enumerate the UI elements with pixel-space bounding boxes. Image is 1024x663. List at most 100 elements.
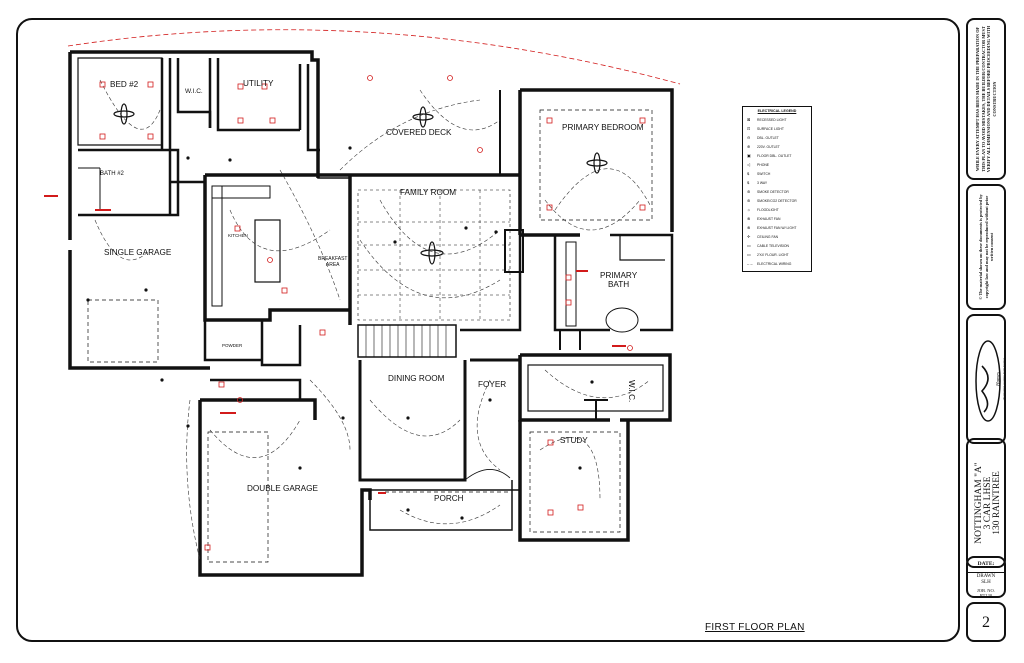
legend-item: ‒ ‒ ELECTRICAL WIRING: [747, 261, 791, 266]
legend-item: ☼ FLOODLIGHT: [747, 207, 779, 212]
legend-label: CEILING FAN: [757, 235, 779, 239]
job-value: RT130: [979, 593, 993, 598]
room-label-porch: PORCH: [434, 494, 464, 503]
legend-item: $ SWITCH: [747, 171, 770, 176]
electrical-symbols: [99, 75, 646, 551]
sheet-number: 2: [982, 614, 990, 631]
legend-item: ⊛ SMOKE DETECTOR: [747, 189, 789, 194]
info-box: DATE: DRAWN SLH JOB. NO. RT130: [966, 556, 1006, 598]
room-label-powder: POWDER: [222, 343, 243, 348]
legend-item: ⊖ DBL. OUTLET: [747, 135, 779, 140]
legend-symbol-icon: ▭: [747, 243, 751, 248]
room-label-double-garage: DOUBLE GARAGE: [247, 484, 318, 493]
walls: [68, 50, 674, 577]
room-label-primary-bath: PRIMARY BATH: [600, 271, 638, 289]
legend-symbol-icon: ⊠: [747, 117, 751, 122]
legend-symbol-icon: ▭: [747, 252, 751, 257]
project-box: NOTTINGHAM "A" 3 CAR LHSE 130 RAINTREE: [966, 438, 1006, 568]
legend-symbol-icon: ⊗: [747, 216, 751, 221]
room-label-dining-room: DINING ROOM: [388, 374, 445, 383]
drawing-sheet-border: [16, 18, 960, 642]
legend-label: PHONE: [757, 163, 770, 167]
legend-symbol-icon: ▣: [747, 153, 751, 158]
logo-tagline: distinctive quality built homes: [1002, 357, 1006, 401]
disclaimer-box: WHILE EVERY ATTEMPT HAS BEEN MADE IN THE…: [966, 18, 1006, 180]
roofline-arc: [67, 29, 681, 85]
legend-label: 2'X4' FLOUR. LIGHT: [757, 253, 789, 257]
legend-label: FLOODLIGHT: [757, 208, 779, 212]
legend-item: ▣ FLOOR DBL. OUTLET: [747, 153, 791, 158]
electrical-legend: ELECTRICAL LEGEND ⊠ RECESSED LIGHT ⊡ SURFAC…: [742, 106, 812, 272]
legend-item: $3 WAY: [747, 180, 767, 185]
room-label-wic-upper: W.I.C.: [185, 88, 203, 95]
legend-label: SWITCH: [757, 172, 771, 176]
legend-symbol-icon: ⊗: [747, 225, 751, 230]
legend-symbol-icon: ‒ ‒: [747, 261, 753, 266]
electrical-notes: [44, 195, 626, 494]
legend-symbol-icon: ⊡: [747, 126, 751, 131]
legend-symbol-icon: ✢: [747, 234, 751, 239]
legend-label: DBL. OUTLET: [757, 136, 779, 140]
room-label-foyer: FOYER: [478, 380, 507, 389]
legend-symbol-icon: ⊖: [747, 135, 751, 140]
legend-label: SURFACE LIGHT: [757, 127, 784, 131]
room-label-utility: UTILITY: [243, 79, 274, 88]
drawn-label: DRAWN: [976, 574, 996, 579]
legend-item: ▭ 2'X4' FLOUR. LIGHT: [747, 252, 789, 257]
logo-text: Homes: [996, 372, 1002, 386]
plan-title: FIRST FLOOR PLAN: [705, 622, 805, 633]
room-label-study: STUDY: [560, 436, 588, 445]
legend-label: CABLE TELEVISION: [757, 244, 789, 248]
legend-label: EXHAUST FAN: [757, 217, 781, 221]
legend-symbol-icon: ⊕: [747, 144, 751, 149]
room-label-family-room: FAMILY ROOM: [400, 188, 457, 197]
legend-symbol-icon: ⊛: [747, 189, 751, 194]
legend-item: ⊛ SMOKE/CO2 DETECTOR: [747, 198, 797, 203]
legend-label: FLOOR DBL. OUTLET: [757, 154, 792, 158]
drawn-value: SLH: [981, 580, 991, 585]
title-block: WHILE EVERY ATTEMPT HAS BEEN MADE IN THE…: [966, 18, 1006, 642]
legend-title: ELECTRICAL LEGEND: [757, 109, 797, 113]
copyright-box: © The material shown on these documents …: [966, 184, 1006, 310]
company-logo: [975, 340, 1001, 422]
legend-label: 220V. OUTLET: [757, 145, 780, 149]
room-label-kitchen: KITCHEN: [228, 233, 248, 238]
legend-item: ◁ PHONE: [747, 162, 769, 167]
copyright-text: © The material shown on these documents …: [977, 194, 994, 300]
legend-label: SMOKE DETECTOR: [757, 190, 789, 194]
legend-item: ⊗ EXHAUST FAN: [747, 216, 781, 221]
address: 130 RAINTREE: [992, 471, 1002, 535]
disclaimer-text: WHILE EVERY ATTEMPT HAS BEEN MADE IN THE…: [975, 25, 997, 173]
room-label-bed2: BED #2: [110, 80, 139, 89]
legend-symbol-icon: $: [747, 180, 750, 185]
legend-symbol-icon: ☼: [747, 207, 751, 212]
legend-symbol-icon: ◁: [747, 162, 751, 167]
job-label: JOB. NO.: [977, 588, 995, 593]
legend-item: ⊡ SURFACE LIGHT: [747, 126, 784, 131]
electrical-wiring: [94, 79, 651, 561]
legend-label: ELECTRICAL WIRING: [757, 262, 792, 266]
legend-symbol-icon: $: [747, 171, 750, 176]
sheet-number-box: 2: [966, 602, 1006, 642]
date-label: DATE:: [977, 561, 995, 567]
room-label-wic-primary: W.I.C.: [627, 380, 636, 403]
legend-label: RECESSED LIGHT: [757, 118, 787, 122]
ceiling-fans: [113, 103, 608, 265]
legend-item: ⊕ 220V. OUTLET: [747, 144, 780, 149]
legend-label: 3 WAY: [757, 181, 768, 185]
legend-item: ▭ CABLE TELEVISION: [747, 243, 789, 248]
legend-label: EXHAUST FAN W/ LIGHT: [757, 226, 797, 230]
legend-item: ✢ CEILING FAN: [747, 234, 778, 239]
room-label-single-garage: SINGLE GARAGE: [104, 248, 172, 257]
legend-item: ⊗ EXHAUST FAN W/ LIGHT: [747, 225, 797, 230]
legend-label: SMOKE/CO2 DETECTOR: [757, 199, 797, 203]
logo-box: Homes distinctive quality built homes: [966, 314, 1006, 444]
legend-item: ⊠ RECESSED LIGHT: [747, 117, 787, 122]
room-label-breakfast-area: BREAKFAST AREA: [318, 256, 348, 268]
room-label-covered-deck: COVERED DECK: [386, 128, 452, 137]
legend-symbol-icon: ⊛: [747, 198, 751, 203]
room-label-bath2: BATH #2: [100, 171, 124, 177]
room-label-primary-bedroom: PRIMARY BEDROOM: [562, 123, 644, 132]
outlet-symbols: [86, 146, 594, 520]
